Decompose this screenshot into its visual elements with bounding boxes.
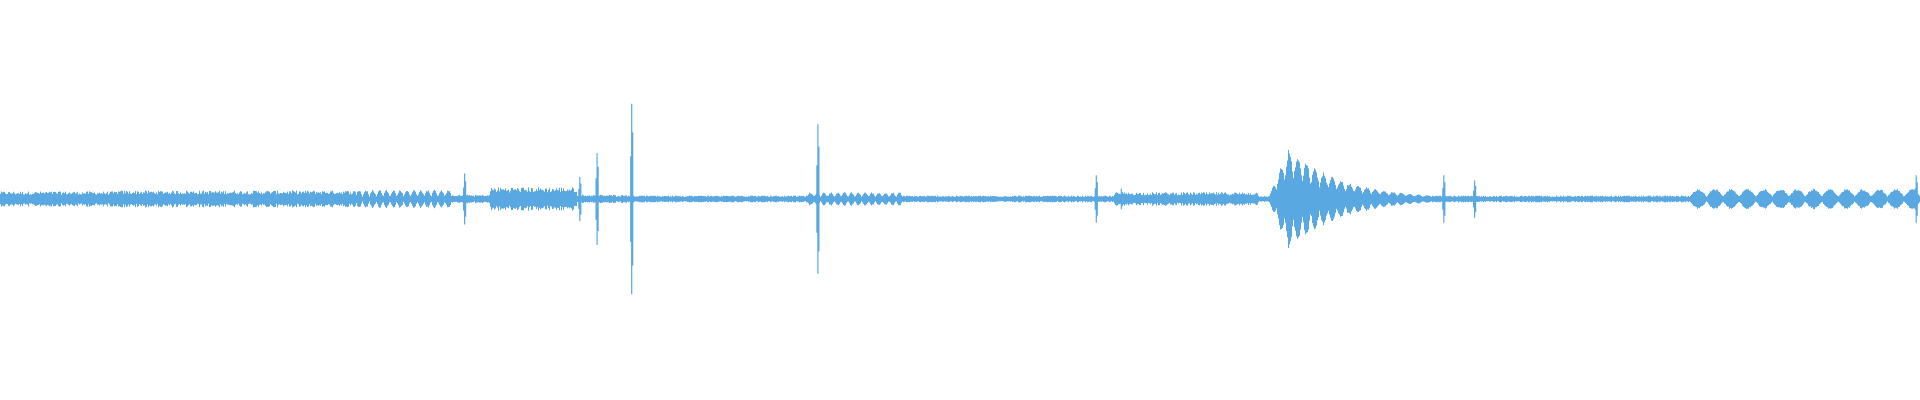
waveform-envelope	[0, 150, 1920, 248]
waveform-spike-8	[1442, 175, 1446, 223]
waveform-spike-1	[463, 173, 467, 225]
waveform-spike-7	[1119, 188, 1123, 210]
waveform-spike-6	[1094, 175, 1098, 223]
waveform-spike-2	[578, 176, 582, 222]
waveform-spike-10	[1914, 175, 1918, 223]
waveform-bars	[0, 150, 1920, 248]
waveform-spike-5	[816, 124, 820, 274]
waveform-spike-9	[1473, 180, 1477, 218]
waveform-spikes	[463, 103, 1918, 295]
waveform-spike-4	[630, 103, 634, 295]
waveform-spike-3	[595, 153, 599, 245]
